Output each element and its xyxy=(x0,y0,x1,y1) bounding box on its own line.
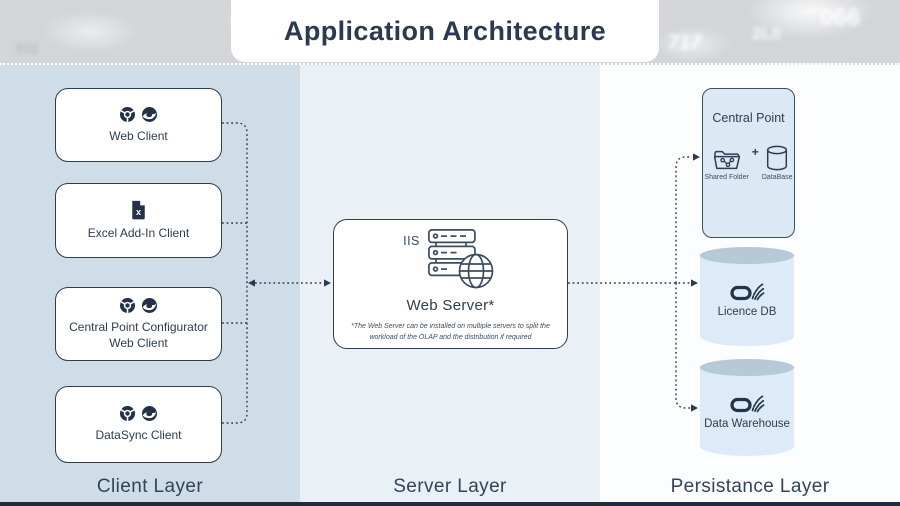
cylinder-top xyxy=(700,247,794,264)
band-noise-text: 011 xyxy=(16,40,39,56)
database-label: DataBase xyxy=(761,174,793,181)
chrome-browser-icon xyxy=(119,406,136,422)
shared-folder-icon xyxy=(713,150,740,170)
node-excel-addin-client: x Excel Add-In Client xyxy=(55,183,222,258)
database-icon xyxy=(767,145,788,171)
excel-file-icon: x xyxy=(132,200,145,220)
sql-server-icon xyxy=(730,395,765,413)
chrome-browser-icon xyxy=(119,297,136,313)
server-layer-label: Server Layer xyxy=(393,476,507,497)
node-web-client: Web Client xyxy=(55,88,222,162)
band-noise-text: 066 xyxy=(820,4,861,31)
plus-sign: + xyxy=(751,145,759,159)
browser-icons xyxy=(119,405,158,422)
band-noise-text: 717 xyxy=(668,32,702,54)
page-title: Application Architecture xyxy=(283,15,607,46)
edge-browser-icon xyxy=(141,406,158,422)
node-label: DataSync Client xyxy=(95,428,182,443)
node-label: Central Point Configurator Web Client xyxy=(69,319,208,350)
shared-folder-label: Shared Folder xyxy=(704,174,749,181)
node-datasync-client: DataSync Client xyxy=(55,386,222,463)
cylinder-body xyxy=(700,255,794,346)
web-server-title: Web Server* xyxy=(406,297,495,314)
licence-db-label: Licence DB xyxy=(717,306,777,318)
excel-icon-row: x xyxy=(130,200,147,220)
iis-label: IIS xyxy=(403,234,420,248)
web-server-footnote: *The Web Server can be installed on mult… xyxy=(351,323,550,341)
band-noise-text: 2L0 xyxy=(752,24,782,43)
svg-text:x: x xyxy=(136,207,142,217)
cylinder-top xyxy=(700,359,794,376)
node-central-point-configurator: Central Point Configurator Web Client xyxy=(55,287,222,361)
browser-icons xyxy=(119,106,158,123)
node-web-server: IIS W xyxy=(333,219,568,349)
node-data-warehouse: Data Warehouse xyxy=(700,359,794,456)
node-label: Excel Add-In Client xyxy=(87,225,190,240)
node-label: Web Client xyxy=(109,128,168,143)
chrome-browser-icon xyxy=(119,106,136,122)
persistence-layer-label: Persistance Layer xyxy=(670,476,830,497)
central-point-title: Central Point xyxy=(712,111,785,125)
sql-server-icon xyxy=(730,283,765,301)
iis-server-globe-icon xyxy=(427,229,494,289)
title-panel: Application Architecture xyxy=(231,0,659,62)
edge-browser-icon xyxy=(141,297,158,313)
data-warehouse-label: Data Warehouse xyxy=(704,418,790,430)
client-layer-label: Client Layer xyxy=(96,476,204,497)
node-licence-db: Licence DB xyxy=(700,247,794,346)
bottom-accent-strip xyxy=(0,502,900,506)
edge-browser-icon xyxy=(141,106,158,122)
browser-icons xyxy=(119,297,158,314)
node-central-point: Central Point Shared Folder xyxy=(702,88,795,238)
